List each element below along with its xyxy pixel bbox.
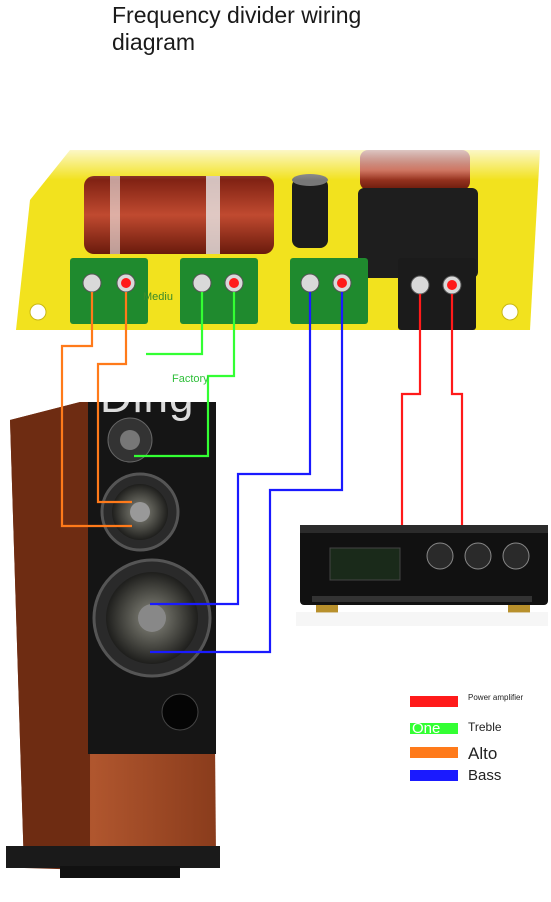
- floor-speaker: [6, 402, 220, 878]
- mount-hole-left: [29, 303, 47, 321]
- mount-hole-right: [501, 303, 519, 321]
- factory-label: Factory: [172, 373, 209, 385]
- terminal-block-treble: [180, 258, 258, 324]
- terminal-block-alto: [70, 258, 148, 324]
- bass-port: [161, 693, 199, 731]
- legend-swatch-alto: [410, 747, 458, 758]
- wire-alto-negative: [60, 292, 132, 528]
- mid-driver: [100, 472, 180, 552]
- wire-treble-positive: [134, 292, 236, 458]
- terminal-block-input: [398, 258, 476, 330]
- inductor-coil-left: [84, 176, 274, 254]
- diagram-title: Frequency divider wiring diagram: [112, 2, 362, 55]
- wires: [60, 292, 464, 654]
- capacitor: [292, 174, 328, 248]
- wire-treble-negative: [146, 292, 204, 356]
- wire-alto-positive: [96, 292, 132, 504]
- legend-swatch-bass: [410, 770, 458, 781]
- terminal-block-bass: [290, 258, 368, 324]
- crossover-board: [0, 140, 551, 330]
- watermark-text: Ding: [100, 373, 195, 422]
- legend-swatch-power: [410, 696, 458, 707]
- legend-label-bass: Bass: [468, 767, 502, 784]
- legend-swatch-text: One: [412, 720, 441, 737]
- board-fade: [0, 140, 551, 180]
- legend-label-treble: Treble: [468, 720, 502, 734]
- legend-swatch-treble: One: [410, 720, 458, 737]
- power-amplifier: [296, 525, 548, 626]
- wire-bass-positive: [150, 292, 344, 654]
- wire-power-negative: [400, 294, 422, 525]
- woofer: [92, 558, 212, 678]
- legend-label-alto: Alto: [468, 744, 498, 763]
- legend-label-power: Power amplifier: [468, 693, 524, 702]
- speaker-base: [6, 846, 220, 868]
- wire-bass-negative: [150, 292, 312, 606]
- tweeter: [107, 417, 153, 463]
- wire-power-positive: [450, 294, 464, 525]
- mid-label: Mediu: [143, 291, 173, 303]
